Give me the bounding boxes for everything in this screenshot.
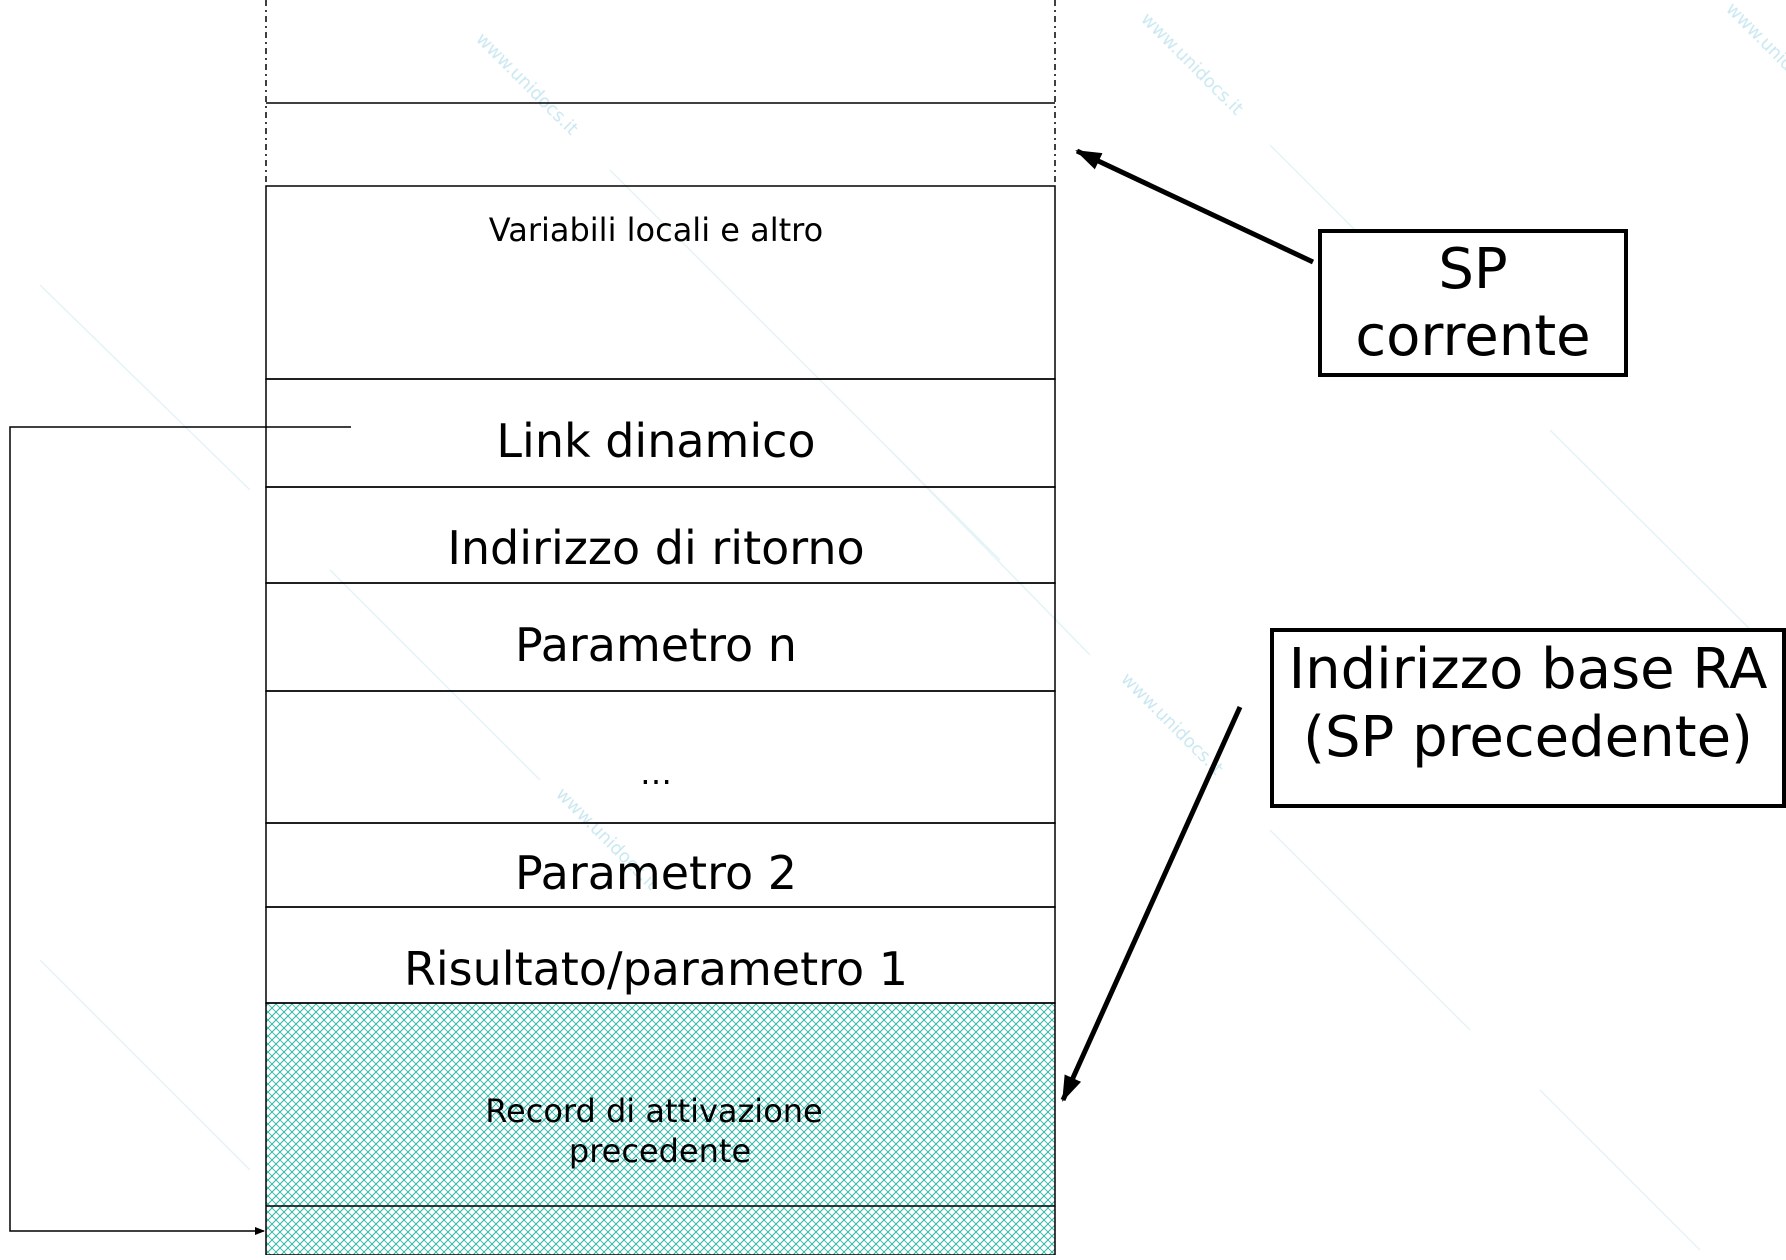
watermark-text-1: www.unidocs.it [471, 29, 582, 140]
sp-current-arrow [1075, 148, 1315, 265]
previous-record-hatch [265, 1002, 1056, 1256]
cell-result-param-1 [265, 906, 1056, 1004]
label-return-address: Indirizzo di ritorno [447, 521, 864, 575]
label-ellipsis: … [640, 754, 672, 792]
sp-current-box [1318, 229, 1628, 377]
stack-frame [265, 185, 1056, 1004]
watermark-text-2: www.unidocs.it [1136, 9, 1247, 120]
label-result-param-1: Risultato/parametro 1 [404, 942, 908, 996]
label-param-2: Parametro 2 [515, 846, 797, 900]
base-address-line2: (SP precedente) [1303, 705, 1753, 770]
label-previous-record-1: Record di attivazione [485, 1092, 822, 1130]
base-address-line1: Indirizzo base RA [1289, 637, 1768, 702]
dynamic-link-connector [9, 426, 351, 1235]
label-previous-record-2: precedente [569, 1132, 751, 1170]
watermark-text-5: www.unidocs.it [1721, 0, 1786, 109]
label-dynamic-link: Link dinamico [496, 414, 815, 468]
label-param-n: Parametro n [515, 618, 797, 672]
watermark-text-3: www.unidocs.it [1116, 669, 1227, 780]
sp-current-line2: corrente [1355, 304, 1590, 369]
base-address-box [1270, 628, 1786, 808]
base-address-arrow [1060, 705, 1243, 1102]
stack-top-dashed [265, 0, 1056, 186]
sp-current-line1: SP [1438, 237, 1507, 302]
label-locals: Variabili locali e altro [489, 211, 823, 249]
